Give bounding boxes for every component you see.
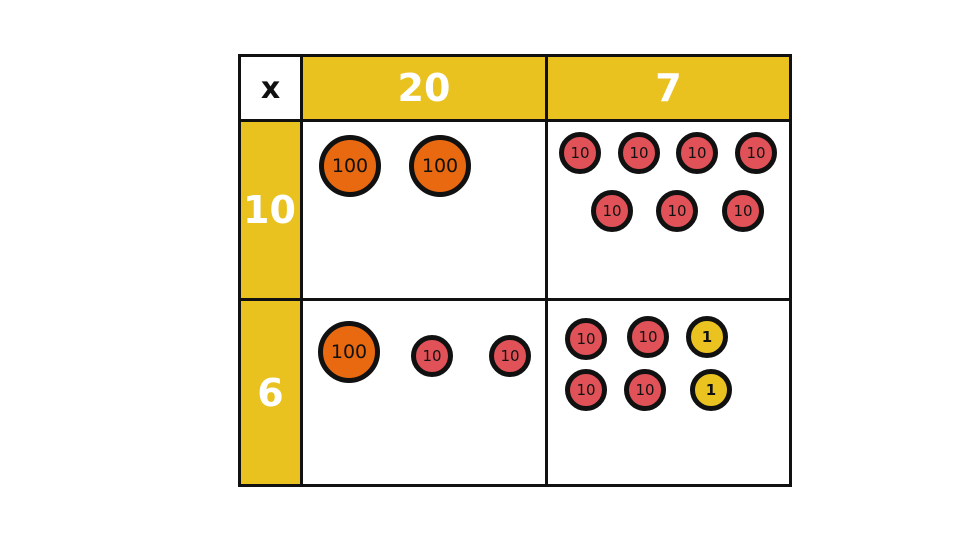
grid-method-multiplication-table: x 20 7 10 6 100 100 10 10 10 10 10 10 10… <box>238 54 792 487</box>
operator-cell: x <box>241 57 300 119</box>
divider <box>545 57 548 484</box>
counter-10: 10 <box>565 318 607 360</box>
column-header-7: 7 <box>548 57 789 119</box>
divider <box>241 298 789 301</box>
counter-1: 1 <box>690 369 732 411</box>
counter-10: 10 <box>627 316 669 358</box>
row-header-6: 6 <box>241 301 300 484</box>
counter-10: 10 <box>565 369 607 411</box>
counter-10: 10 <box>624 369 666 411</box>
counter-10: 10 <box>656 190 698 232</box>
counter-100: 100 <box>409 135 471 197</box>
counter-10: 10 <box>735 132 777 174</box>
divider <box>241 119 789 122</box>
counter-10: 10 <box>618 132 660 174</box>
counter-10: 10 <box>559 132 601 174</box>
counter-10: 10 <box>676 132 718 174</box>
counter-10: 10 <box>722 190 764 232</box>
counter-10: 10 <box>591 190 633 232</box>
divider <box>300 57 303 484</box>
counter-100: 100 <box>319 135 381 197</box>
counter-10: 10 <box>489 335 531 377</box>
row-header-10: 10 <box>241 122 300 298</box>
counter-1: 1 <box>686 316 728 358</box>
column-header-20: 20 <box>303 57 545 119</box>
counter-100: 100 <box>318 321 380 383</box>
counter-10: 10 <box>411 335 453 377</box>
